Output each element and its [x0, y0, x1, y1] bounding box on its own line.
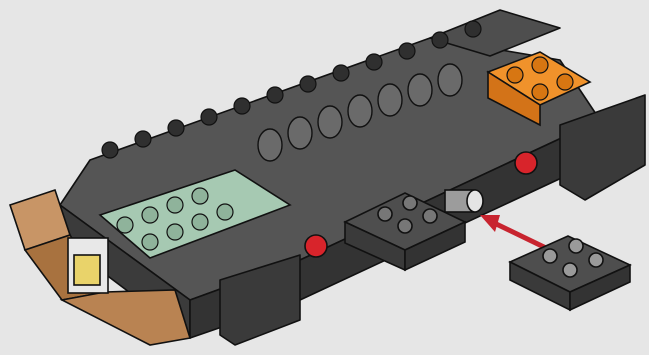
stud: [201, 109, 217, 125]
stud: [217, 204, 233, 220]
stud: [532, 57, 548, 73]
stud: [557, 74, 573, 90]
stud: [135, 131, 151, 147]
stud: [432, 32, 448, 48]
stud: [333, 65, 349, 81]
stud: [117, 217, 133, 233]
yellow-sticker: [74, 255, 100, 285]
red-pin-left: [305, 235, 327, 257]
stud: [300, 76, 316, 92]
stud: [167, 197, 183, 213]
stud: [532, 84, 548, 100]
stud: [102, 142, 118, 158]
stud: [465, 21, 481, 37]
stud: [192, 188, 208, 204]
stud: [366, 54, 382, 70]
stud: [167, 224, 183, 240]
red-pin-right: [515, 152, 537, 174]
stud: [507, 67, 523, 83]
stud: [234, 98, 250, 114]
stud: [192, 214, 208, 230]
stud: [142, 207, 158, 223]
stud: [399, 43, 415, 59]
stud: [142, 234, 158, 250]
stud: [168, 120, 184, 136]
stud: [267, 87, 283, 103]
axle-pin-light-gray: [445, 190, 483, 212]
